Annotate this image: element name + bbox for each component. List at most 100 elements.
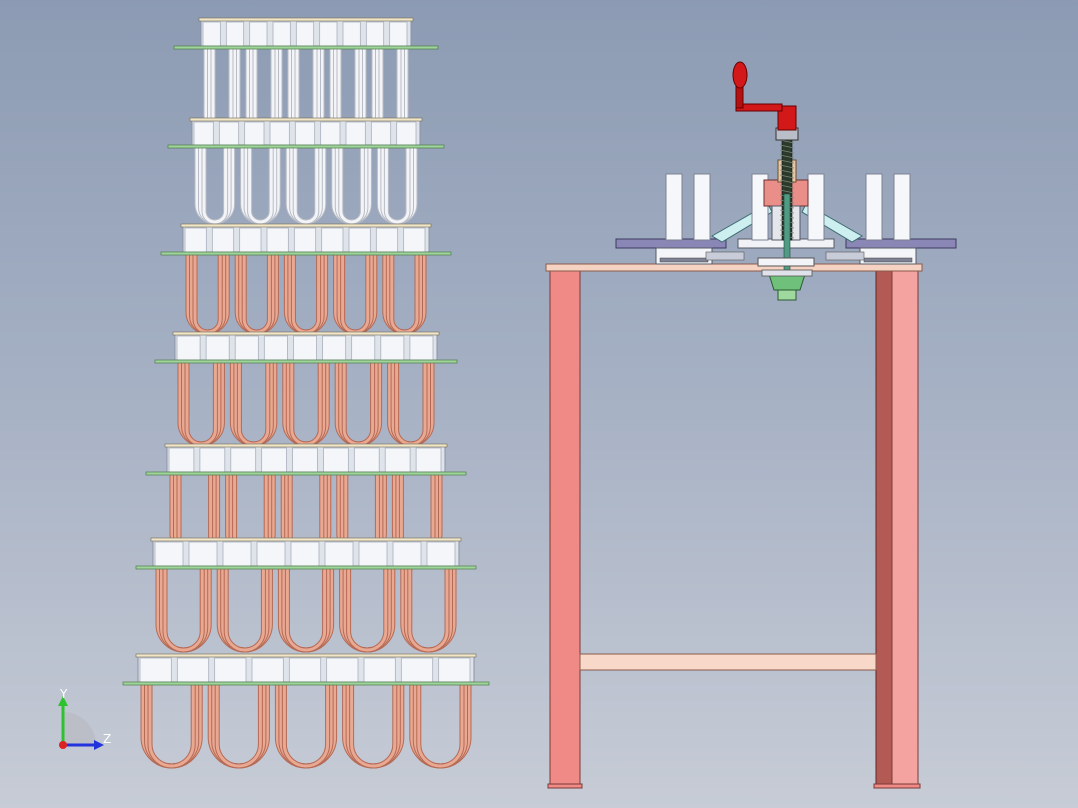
- spacer-block: [154, 541, 184, 567]
- spacer-block: [222, 541, 252, 567]
- support-plate: [173, 45, 439, 50]
- spacer-block: [244, 121, 265, 146]
- tube-outline: [281, 682, 331, 769]
- tube: [202, 145, 228, 224]
- hub-tip: [777, 289, 797, 301]
- spacer-block: [342, 21, 361, 47]
- slide-right: [825, 251, 865, 261]
- tube-outline: [289, 360, 323, 447]
- tube: [291, 252, 321, 334]
- tube: [417, 682, 464, 768]
- tube-outline: [341, 360, 376, 447]
- coordinate-triad: Y Z: [58, 687, 111, 750]
- spacer-block: [409, 335, 434, 361]
- spacer-block: [365, 21, 385, 47]
- roller-rail: [659, 257, 709, 263]
- tube-outline: [416, 682, 465, 769]
- tube-outline: [192, 252, 223, 335]
- spacer-block: [370, 121, 392, 146]
- tube-outline: [407, 566, 450, 653]
- spacer-block: [293, 227, 317, 253]
- tube-outline: [340, 252, 371, 335]
- spacer-block: [415, 447, 442, 473]
- spacer-block: [403, 227, 426, 253]
- spacer-block: [384, 447, 411, 473]
- tube-tier: [135, 537, 477, 653]
- spacer-block: [288, 657, 322, 683]
- spacer-block: [211, 227, 235, 253]
- guide-post: [665, 173, 683, 241]
- guide-post: [865, 173, 883, 241]
- z-axis-arrow: [94, 740, 104, 750]
- tier-cap: [164, 443, 448, 448]
- x-axis-dot: [59, 741, 67, 749]
- tube-tier: [160, 223, 452, 335]
- guide-post: [693, 173, 711, 241]
- spacer-block: [202, 21, 221, 47]
- table-top: [545, 263, 923, 272]
- screw-thread: [779, 174, 795, 179]
- spacer-block: [348, 227, 371, 253]
- spacer-block: [321, 227, 344, 253]
- screw-thread: [779, 189, 795, 194]
- tube-outline: [247, 145, 274, 225]
- tube-outline: [147, 682, 196, 769]
- spacer-block: [295, 21, 315, 47]
- spacer-block: [249, 21, 268, 47]
- spacer-block: [272, 21, 291, 47]
- tier-cap: [150, 537, 462, 542]
- tube: [390, 252, 419, 334]
- spacer-block: [251, 657, 284, 683]
- support-plate: [122, 681, 490, 686]
- hub-flange: [761, 269, 813, 277]
- tube: [215, 682, 262, 768]
- spacer-block: [269, 121, 290, 146]
- tube-outline: [290, 252, 322, 335]
- spacer-block: [261, 447, 287, 473]
- tube: [193, 252, 222, 334]
- spacer-block: [353, 447, 380, 473]
- spacer-block: [263, 335, 288, 361]
- tube-outline: [162, 566, 205, 653]
- tube-outline: [201, 145, 229, 225]
- tube: [224, 566, 265, 652]
- spacer-block: [319, 21, 338, 47]
- tube: [408, 566, 449, 652]
- spacer-block: [139, 657, 172, 683]
- tube-outline: [284, 566, 328, 653]
- spacer-block: [392, 541, 422, 567]
- tier-cap: [180, 223, 432, 228]
- spacer-block: [205, 335, 230, 361]
- tube-outline: [292, 145, 320, 225]
- spacer-block: [326, 657, 359, 683]
- tube: [185, 360, 217, 446]
- tube: [163, 566, 204, 652]
- handle-hub: [777, 105, 797, 131]
- spacer-block: [426, 541, 456, 567]
- tube-outline: [349, 682, 398, 769]
- tube-outline: [241, 252, 272, 335]
- tube-tier: [167, 117, 445, 225]
- screw-thread: [779, 169, 795, 174]
- spacer-block: [363, 657, 396, 683]
- tube-bundle-tower[interactable]: [122, 17, 490, 769]
- tube-outline: [223, 566, 266, 653]
- tube: [350, 682, 397, 768]
- tube-outline: [184, 360, 218, 447]
- tier-cap: [189, 117, 423, 122]
- tube-outline: [214, 682, 263, 769]
- tube-tier: [154, 331, 458, 447]
- tube: [237, 360, 270, 446]
- tube-outline: [236, 360, 271, 447]
- cross-bar: [579, 653, 877, 671]
- right-foot: [873, 783, 921, 789]
- tier-cap: [172, 331, 440, 336]
- spacer-block: [176, 657, 210, 683]
- bending-machine[interactable]: [545, 61, 957, 789]
- tube: [341, 252, 370, 334]
- spacer-block: [322, 335, 347, 361]
- y-axis-label: Y: [59, 687, 68, 701]
- spacer-block: [225, 21, 245, 47]
